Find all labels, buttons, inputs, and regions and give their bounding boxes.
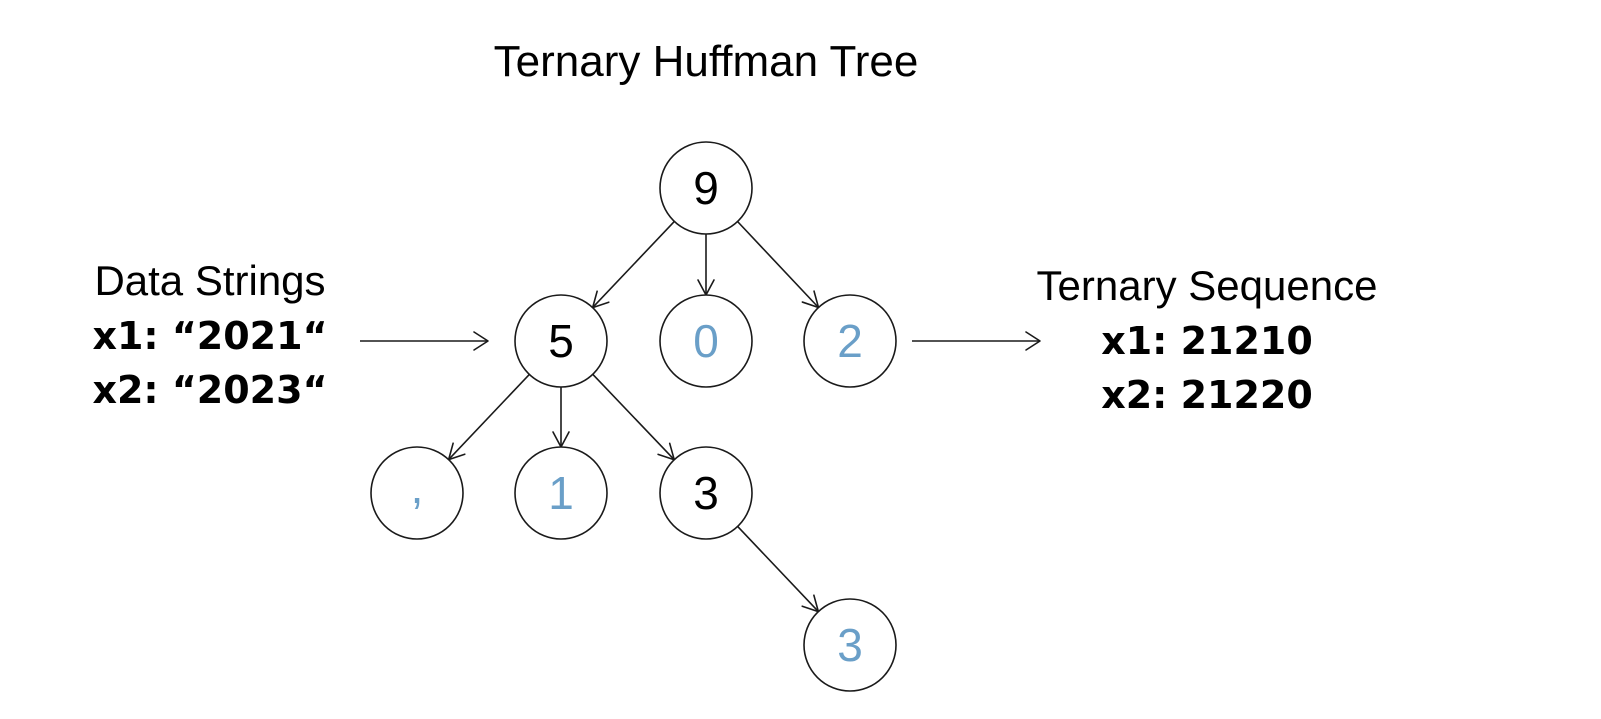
tree-node-label: ,: [411, 461, 424, 513]
tree-node-label: 0: [693, 315, 719, 367]
tree-node-n3: 3: [659, 446, 753, 540]
tree-edge-root-leaf2: [736, 220, 820, 309]
tree-node-circle: [659, 141, 753, 235]
tree-node-root: 9: [659, 141, 753, 235]
output-block: Ternary Sequence x1: 21210 x2: 21220: [1037, 262, 1378, 417]
tree-nodes: 9 5 0 2, 1 3 3: [370, 141, 897, 692]
tree-edges: [447, 220, 820, 613]
tree-node-circle: [514, 294, 608, 388]
tree-node-circle: [803, 294, 897, 388]
tree-edge-n5-leaf1: [552, 387, 570, 448]
tree-edge-root-n5: [591, 220, 675, 309]
tree-edge-n5-leafComma: [447, 373, 530, 461]
tree-edge-line: [448, 373, 530, 461]
tree-edge-n5-n3: [592, 373, 676, 461]
tree-edge-line: [737, 525, 819, 613]
tree-node-circle: [370, 446, 464, 540]
tree-edge-line: [592, 373, 675, 461]
input-line-x1: x1: “2021“: [92, 314, 327, 358]
tree-node-circle: [659, 446, 753, 540]
tree-node-label: 2: [837, 315, 863, 367]
tree-edge-line: [592, 220, 675, 309]
tree-node-leaf1: 1: [514, 446, 608, 540]
tree-node-leaf2: 2: [803, 294, 897, 388]
tree-node-leaf0: 0: [659, 294, 753, 388]
output-heading: Ternary Sequence: [1037, 262, 1378, 309]
tree-node-label: 9: [693, 162, 719, 214]
input-arrow: [360, 331, 489, 351]
tree-node-label: 3: [693, 467, 719, 519]
tree-node-label: 3: [837, 619, 863, 671]
tree-node-circle: [514, 446, 608, 540]
tree-node-circle: [659, 294, 753, 388]
tree-node-n5: 5: [514, 294, 608, 388]
output-arrow: [912, 331, 1041, 351]
tree-node-label: 5: [548, 315, 574, 367]
tree-node-circle: [803, 598, 897, 692]
tree-node-label: 1: [548, 467, 574, 519]
tree-edge-n3-leaf3: [737, 525, 820, 613]
input-line-x2: x2: “2023“: [92, 368, 327, 412]
tree-node-leaf3: 3: [803, 598, 897, 692]
input-block: Data Strings x1: “2021“ x2: “2023“: [92, 257, 327, 412]
tree-edge-line: [736, 220, 820, 309]
tree-edge-root-leaf0: [697, 234, 715, 296]
output-line-x1: x1: 21210: [1101, 319, 1313, 363]
tree-node-leafComma: ,: [370, 446, 464, 540]
input-heading: Data Strings: [94, 257, 325, 304]
output-line-x2: x2: 21220: [1101, 373, 1313, 417]
diagram-title: Ternary Huffman Tree: [494, 37, 919, 86]
